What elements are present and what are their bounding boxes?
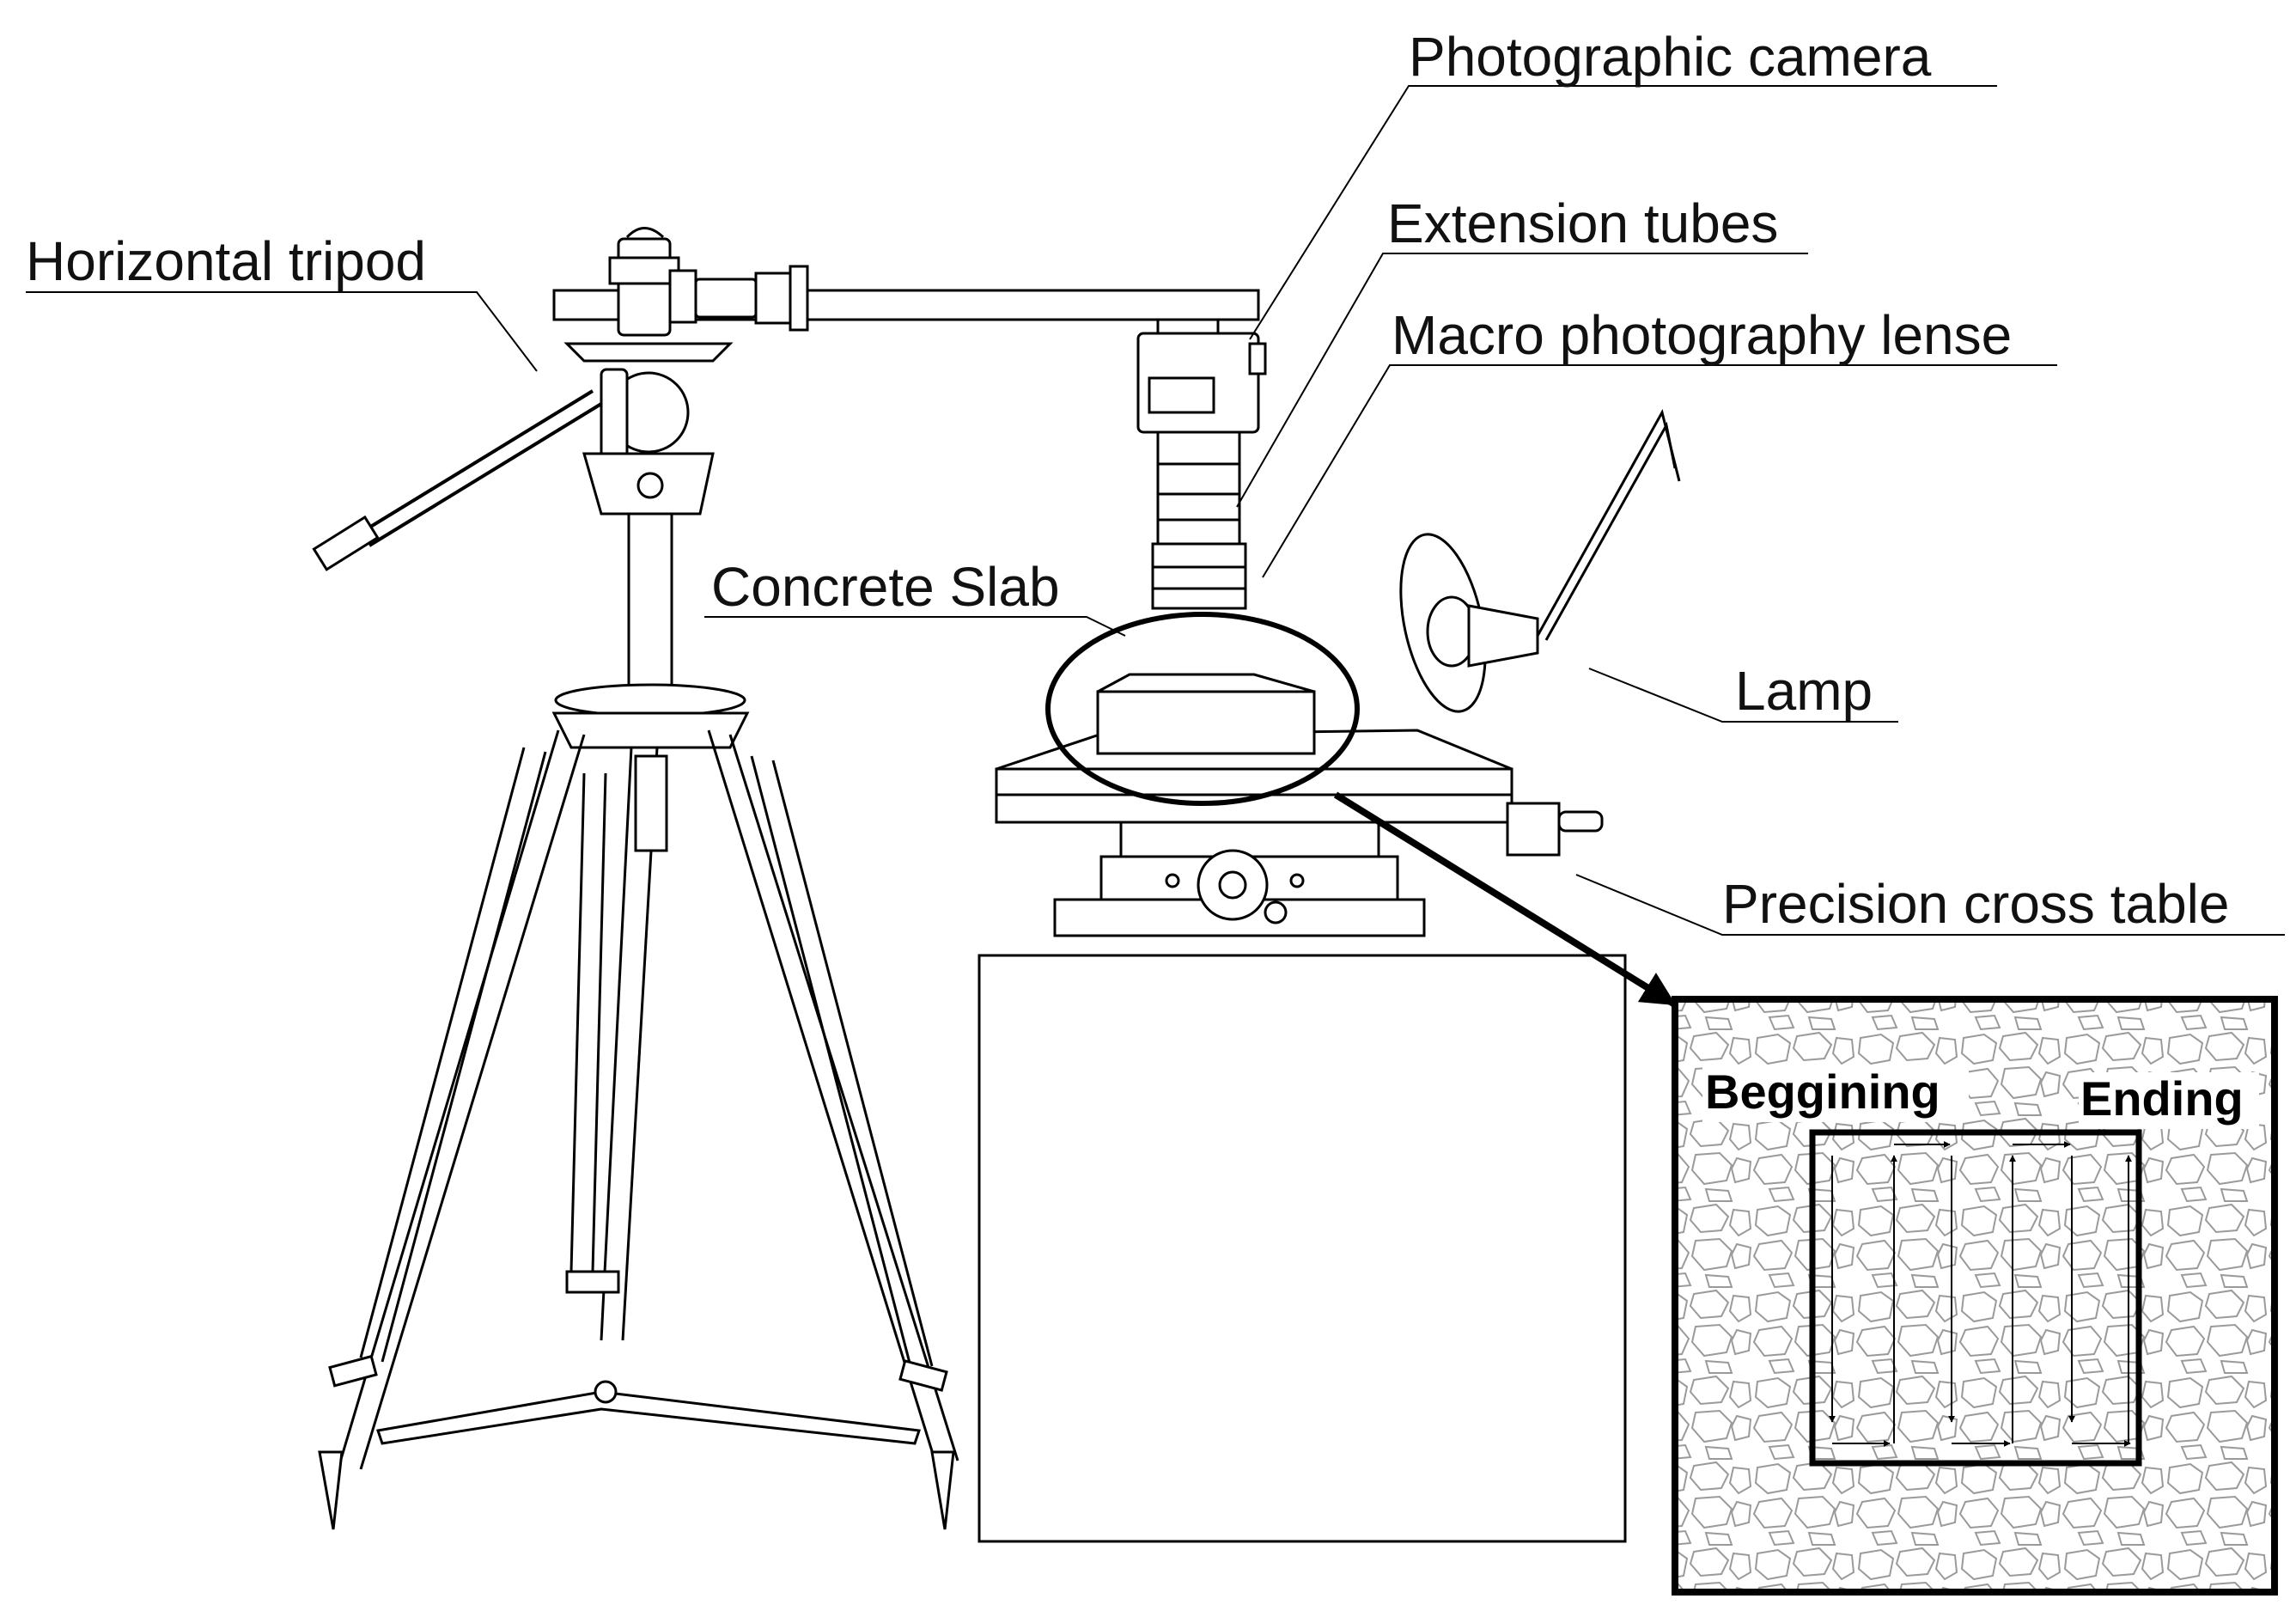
- label-concrete-slab: Concrete Slab: [711, 556, 1060, 618]
- extension-tubes-body: [1156, 430, 1241, 546]
- scan-end-label: Ending: [2080, 1071, 2244, 1126]
- tripod-center-column: [627, 512, 673, 696]
- support-block: [977, 954, 1627, 1543]
- label-macro-lens: Macro photography lense: [1392, 304, 2012, 366]
- scan-inset: Beggining Ending: [1672, 996, 2278, 1596]
- scan-start-label: Beggining: [1705, 1065, 1940, 1119]
- tripod: [312, 227, 1260, 1530]
- macro-lens-body: [1151, 542, 1247, 610]
- leader-lines: [26, 85, 2285, 936]
- concrete-slab: [1096, 673, 1316, 755]
- camera-assembly: [1136, 318, 1267, 610]
- label-photographic-camera: Photographic camera: [1409, 26, 1932, 88]
- label-lamp: Lamp: [1735, 660, 1873, 722]
- label-precision-cross-table: Precision cross table: [1722, 873, 2229, 935]
- scan-area: [1809, 1129, 2142, 1467]
- lamp: [1399, 408, 1681, 713]
- label-horizontal-tripod: Horizontal tripod: [26, 230, 426, 292]
- slab-highlight-ellipse: [1045, 612, 1360, 806]
- zoom-arrow: [1333, 791, 1677, 1007]
- label-extension-tubes: Extension tubes: [1387, 192, 1778, 254]
- scan-path: [1829, 1141, 2132, 1447]
